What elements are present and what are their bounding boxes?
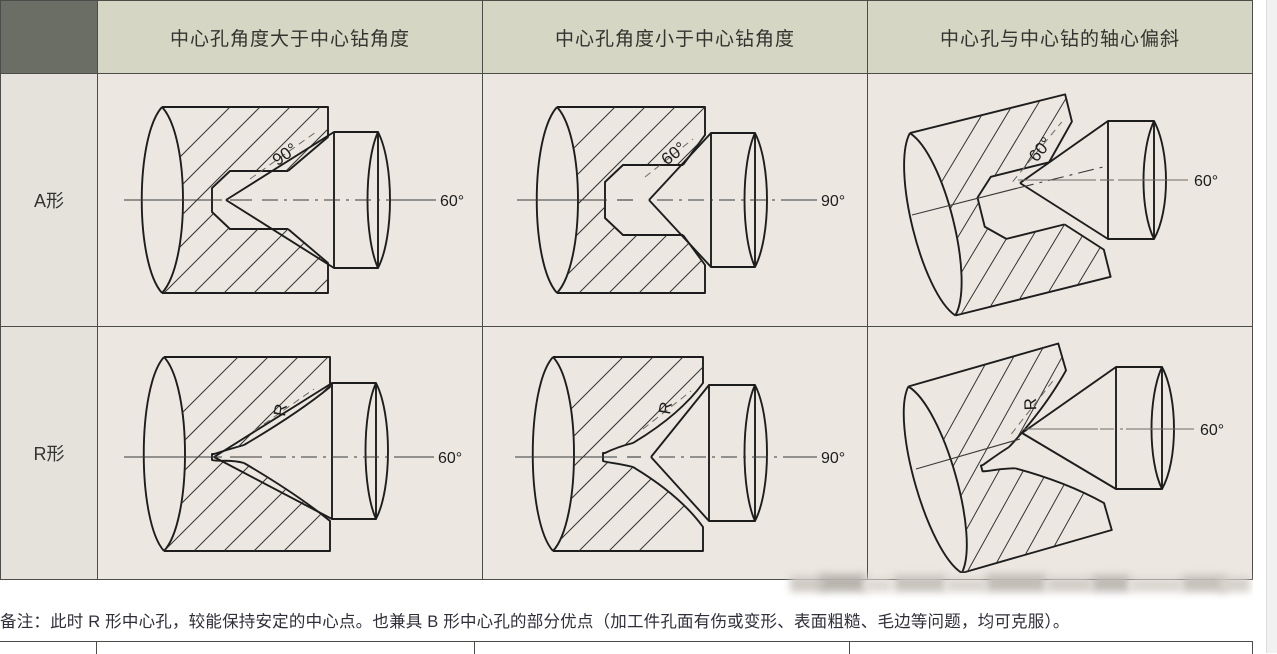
cut-cell-4 bbox=[849, 642, 1253, 654]
centerline-workpiece-r3 bbox=[915, 438, 1021, 470]
hole-profile-label-r2: R bbox=[655, 400, 676, 415]
drill-angle-label-a1: 60° bbox=[440, 193, 464, 210]
drill-angle-label-r1: 60° bbox=[438, 450, 462, 467]
hatching-r3 bbox=[908, 343, 1112, 573]
drill-angle-label-a3: 60° bbox=[1194, 173, 1218, 190]
centerline-workpiece-a3 bbox=[911, 166, 1104, 216]
row-label-a: A形 bbox=[0, 73, 98, 327]
row-label-r: R形 bbox=[0, 326, 98, 580]
figure-cell-r1: R 60° bbox=[97, 326, 483, 580]
footer-note: 备注：此时 R 形中心孔，较能保持安定的中心点。也兼具 B 形中心孔的部分优点（… bbox=[0, 613, 1070, 631]
page-scrollbar[interactable] bbox=[1266, 0, 1277, 653]
column-header-2: 中心孔角度小于中心钻角度 bbox=[482, 0, 868, 74]
table-row: A形 bbox=[0, 73, 1253, 327]
leader-r1 bbox=[253, 388, 315, 432]
hatching-r2 bbox=[553, 357, 703, 551]
cut-cell-2 bbox=[96, 642, 475, 654]
leader-r3 bbox=[1010, 377, 1056, 435]
drawing-r1: R 60° bbox=[124, 356, 462, 552]
center-hole-comparison-table: 中心孔角度大于中心钻角度 中心孔角度小于中心钻角度 中心孔与中心钻的轴心偏斜 A… bbox=[0, 0, 1253, 580]
table-row: R形 bbox=[0, 326, 1253, 580]
figure-cell-a1: 90° 60° bbox=[97, 73, 483, 327]
table-header-row: 中心孔角度大于中心钻角度 中心孔角度小于中心钻角度 中心孔与中心钻的轴心偏斜 bbox=[0, 0, 1253, 74]
drill-angle-label-r2: 90° bbox=[821, 450, 845, 467]
cut-cell-1 bbox=[0, 642, 97, 654]
leader-r2 bbox=[642, 390, 692, 430]
column-header-3: 中心孔与中心钻的轴心偏斜 bbox=[867, 0, 1253, 74]
column-header-1: 中心孔角度大于中心钻角度 bbox=[97, 0, 483, 74]
drill-angle-label-r3: 60° bbox=[1200, 422, 1224, 439]
figure-cell-a2: 60° 90° bbox=[482, 73, 868, 327]
drill-angle-label-a2: 90° bbox=[821, 193, 845, 210]
figure-cell-r3: R 60° bbox=[867, 326, 1253, 580]
hole-profile-label-r1: R bbox=[270, 402, 291, 417]
drawing-a3: 60° bbox=[903, 93, 1218, 317]
drawing-a1: 90° 60° bbox=[124, 106, 464, 294]
table-corner-cell bbox=[0, 0, 98, 74]
cut-cell-3 bbox=[474, 642, 850, 654]
hatching-r1 bbox=[164, 357, 330, 551]
drawing-r2: R 90° bbox=[515, 356, 845, 552]
drawing-a2: 60° 90° bbox=[517, 106, 845, 294]
drawing-r3: R 60° bbox=[902, 342, 1224, 573]
hole-profile-label-r3: R bbox=[1021, 398, 1040, 411]
figure-cell-r2: R 90° bbox=[482, 326, 868, 580]
figure-cell-a3: 60° bbox=[867, 73, 1253, 327]
leader-a1 bbox=[249, 131, 317, 180]
cut-off-next-row bbox=[0, 641, 1253, 654]
